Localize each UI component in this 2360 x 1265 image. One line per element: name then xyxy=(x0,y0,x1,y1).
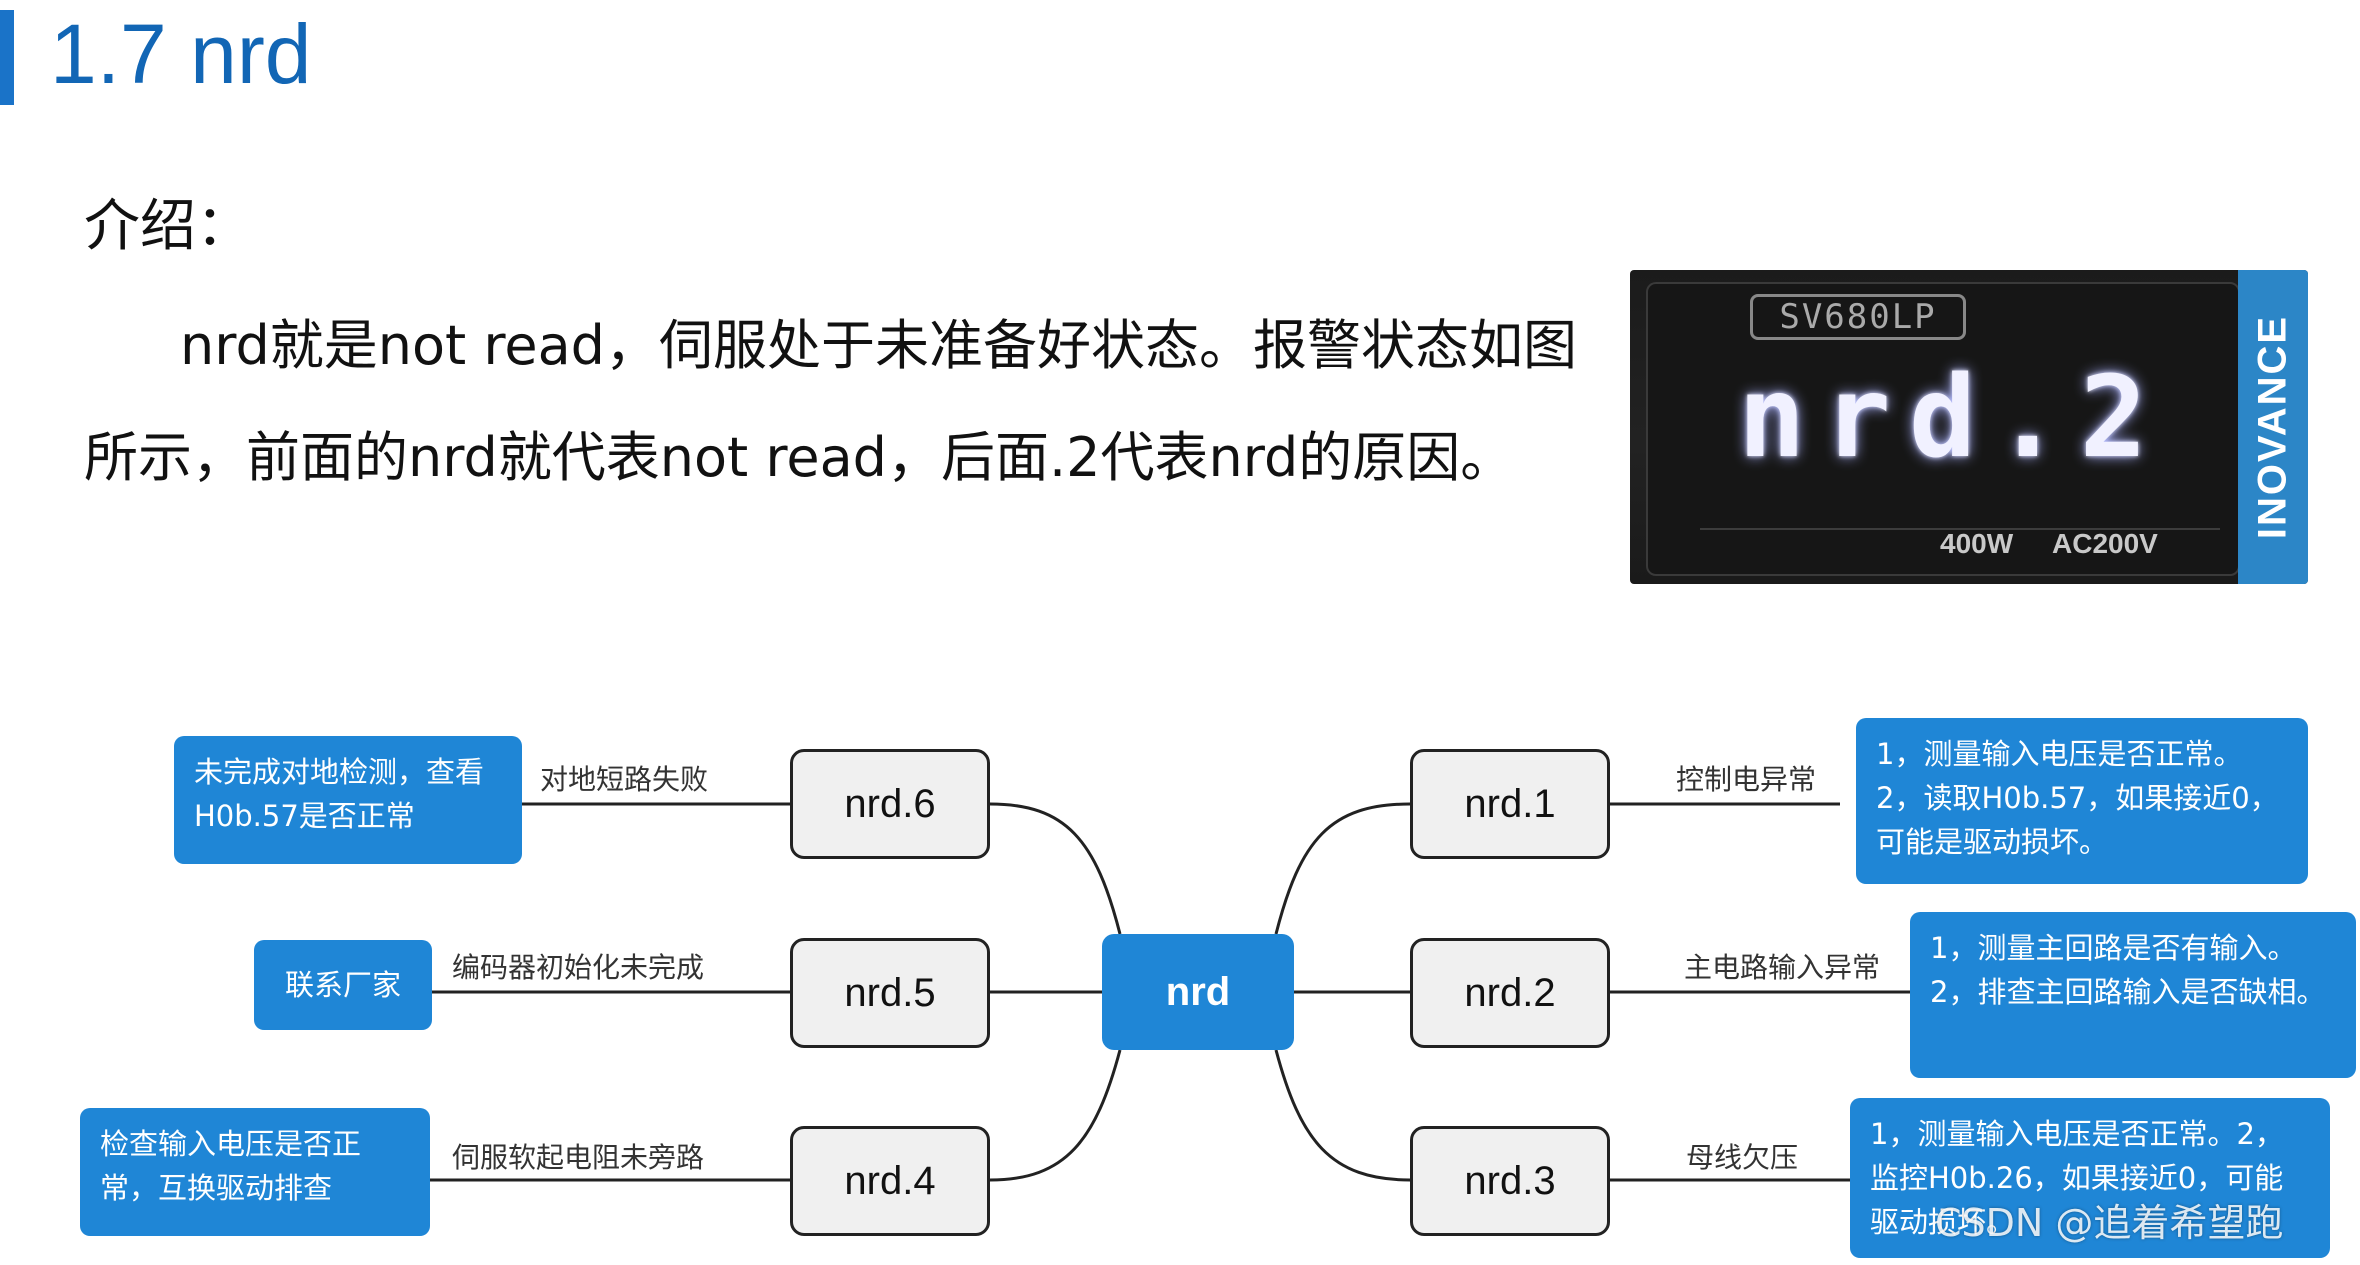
mindmap-center-node: nrd xyxy=(1102,934,1294,1050)
csdn-watermark: CSDN @追着希望跑 xyxy=(1935,1201,2284,1245)
drive-voltage-rating: AC200V xyxy=(2052,528,2158,559)
callout-nrd-1: 1，测量输入电压是否正常。2，读取H0b.57，如果接近0，可能是驱动损坏。 xyxy=(1856,718,2308,884)
node-nrd-1: nrd.1 xyxy=(1410,749,1610,859)
drive-brand-strip: INOVANCE xyxy=(2238,270,2308,584)
connector-n1 xyxy=(1274,802,1411,935)
intro-body: nrd就是not read，伺服处于未准备好状态。报警状态如图所示，前面的nrd… xyxy=(84,314,1577,489)
page-title: 1.7 nrd xyxy=(50,7,312,101)
edge-label-n6: 对地短路失败 xyxy=(540,763,709,796)
edge-label-n5: 编码器初始化未完成 xyxy=(452,951,705,984)
node-nrd-2: nrd.2 xyxy=(1410,938,1610,1048)
connector-n3 xyxy=(1274,1049,1411,1182)
drive-panel-divider xyxy=(1700,528,2220,530)
callout-nrd-3: 1，测量输入电压是否正常。2，监控H0b.26，如果接近0，可能驱动损坏。 xyxy=(1850,1098,2330,1258)
title-accent-bar xyxy=(0,10,14,105)
node-nrd-4: nrd.4 xyxy=(790,1126,990,1236)
node-nrd-6: nrd.6 xyxy=(790,749,990,859)
drive-panel xyxy=(1646,282,2240,576)
edge-label-n3: 母线欠压 xyxy=(1686,1141,1799,1174)
drive-model-label: SV680LP xyxy=(1750,294,1966,340)
callout-nrd-4: 检查输入电压是否正常，互换驱动排查 xyxy=(80,1108,430,1236)
edge-label-n4: 伺服软起电阻未旁路 xyxy=(452,1141,705,1174)
callout-nrd-2: 1，测量主回路是否有输入。2，排查主回路输入是否缺相。 xyxy=(1910,912,2356,1078)
servo-drive-photo: SV680LP nrd.2 400W AC200V INOVANCE xyxy=(1630,270,2308,584)
drive-power-rating: 400W xyxy=(1940,528,2014,559)
intro-heading: 介绍： xyxy=(84,194,252,259)
node-nrd-5: nrd.5 xyxy=(790,938,990,1048)
drive-display-digits: nrd.2 xyxy=(1738,353,2166,483)
node-nrd-3: nrd.3 xyxy=(1410,1126,1610,1236)
edge-label-n1: 控制电异常 xyxy=(1676,763,1817,796)
edge-label-n2: 主电路输入异常 xyxy=(1684,951,1881,984)
callout-nrd-5: 联系厂家 xyxy=(254,940,432,1030)
callout-nrd-6: 未完成对地检测，查看H0b.57是否正常 xyxy=(174,736,522,864)
connector-n6 xyxy=(989,802,1122,935)
connector-n4 xyxy=(989,1049,1122,1182)
